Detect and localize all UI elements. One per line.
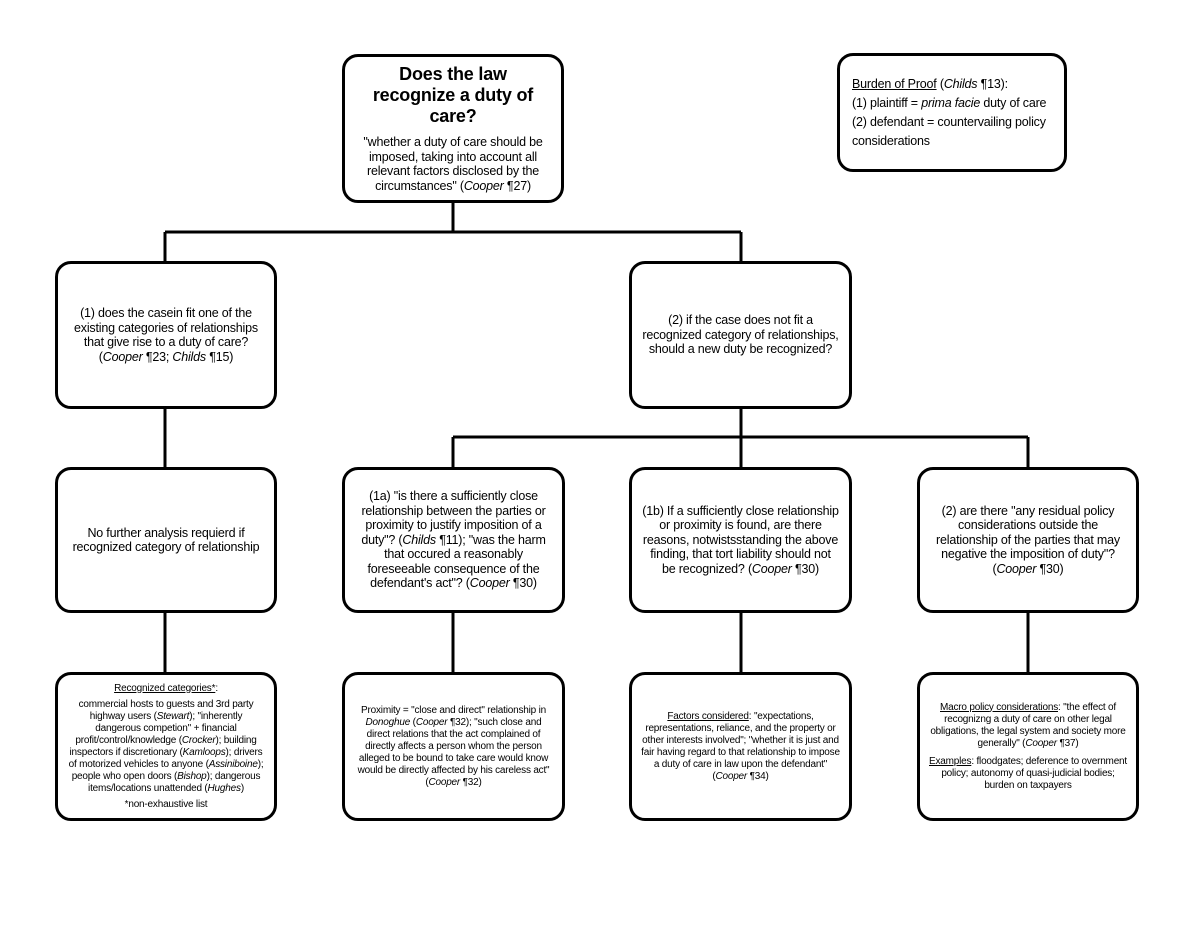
categories-footnote: *non-exhaustive list (124, 798, 208, 810)
factors-considered-box: Factors considered: "expectations, repre… (629, 672, 852, 821)
no-further-text: No further analysis requierd if recogniz… (72, 525, 260, 555)
question-1b-box: (1b) If a sufficiently close relationshi… (629, 467, 852, 613)
macro-policy-box: Macro policy considerations: "the effect… (917, 672, 1139, 821)
branch2-new-duty-box: (2) if the case does not fit a recognize… (629, 261, 852, 409)
question-2-box: (2) are there "any residual policy consi… (917, 467, 1139, 613)
root-quote: "whether a duty of care should be impose… (363, 135, 543, 193)
branch2-text: (2) if the case does not fit a recognize… (642, 313, 839, 357)
burden-heading: Burden of Proof (Childs ¶13): (852, 76, 1008, 91)
proximity-text: Proximity = "close and direct" relations… (357, 704, 550, 788)
question-2-text: (2) are there "any residual policy consi… (936, 503, 1120, 576)
root-title: Does the law recognize a duty of care? (372, 64, 534, 126)
macro-text: Macro policy considerations: "the effect… (930, 701, 1126, 749)
factors-text: Factors considered: "expectations, repre… (641, 710, 840, 782)
proximity-box: Proximity = "close and direct" relations… (342, 672, 565, 821)
categories-list: commercial hosts to guests and 3rd party… (68, 698, 264, 794)
burden-plaintiff: (1) plaintiff = prima facie duty of care (852, 95, 1047, 110)
no-further-analysis-box: No further analysis requierd if recogniz… (55, 467, 277, 613)
question-1a-box: (1a) "is there a sufficiently close rela… (342, 467, 565, 613)
macro-examples: Examples: floodgates; deference to overn… (929, 755, 1127, 791)
question-1a-text: (1a) "is there a sufficiently close rela… (361, 489, 546, 591)
branch1-text: (1) does the casein fit one of the exist… (74, 306, 258, 364)
recognized-categories-box: Recognized categories*: commercial hosts… (55, 672, 277, 821)
branch1-existing-category-box: (1) does the casein fit one of the exist… (55, 261, 277, 409)
burden-defendant: (2) defendant = countervailing policy co… (852, 114, 1046, 148)
categories-heading: Recognized categories*: (114, 682, 218, 694)
question-1b-text: (1b) If a sufficiently close relationshi… (642, 503, 839, 576)
root-question-box: Does the law recognize a duty of care? "… (342, 54, 564, 203)
burden-of-proof-box: Burden of Proof (Childs ¶13): (1) plaint… (837, 53, 1067, 172)
